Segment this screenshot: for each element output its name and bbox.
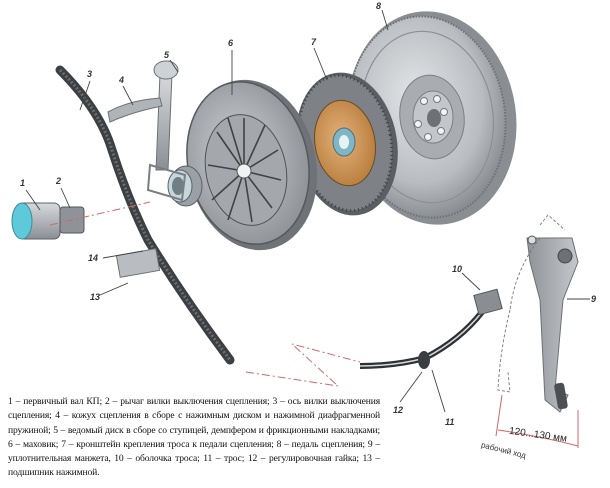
clutch-cable <box>359 288 503 369</box>
callout-10: 10 <box>452 264 462 274</box>
clutch-pedal <box>497 214 579 413</box>
callout-14: 14 <box>88 253 98 263</box>
callout-5: 5 <box>164 50 170 60</box>
callout-9: 9 <box>591 294 596 304</box>
release-fork <box>107 60 187 202</box>
input-shaft <box>11 202 85 240</box>
release-bearing <box>167 165 203 207</box>
callout-2: 2 <box>55 176 61 186</box>
callout-11: 11 <box>445 417 454 427</box>
leader-lines <box>25 9 590 413</box>
travel-value: 120...130 мм <box>508 426 567 445</box>
callout-13: 13 <box>90 292 100 302</box>
callout-7: 7 <box>311 37 317 47</box>
break-line <box>245 343 361 387</box>
callout-6: 6 <box>228 38 234 48</box>
callout-1: 1 <box>20 178 25 188</box>
clutch-cover <box>186 79 318 251</box>
callout-8: 8 <box>376 1 381 11</box>
travel-label: рабочий ход <box>480 440 527 460</box>
legend-caption: 1 – первичный вал КП; 2 – рычаг вилки вы… <box>8 396 380 479</box>
break-line <box>49 201 151 226</box>
callout-4: 4 <box>118 75 124 85</box>
callout-12: 12 <box>393 405 403 415</box>
cable-sheath <box>55 65 235 365</box>
driven-disc <box>296 72 398 216</box>
callout-3: 3 <box>87 69 92 79</box>
